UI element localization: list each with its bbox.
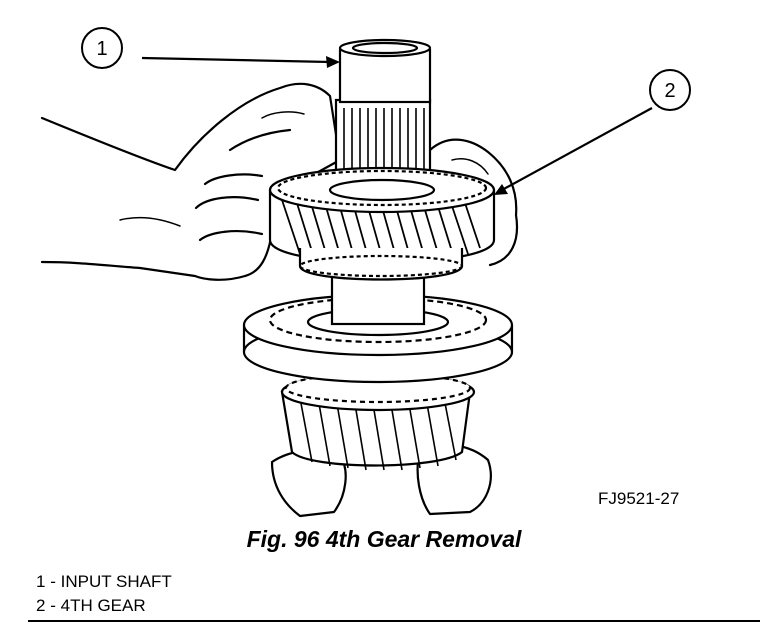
left-hand-illustration xyxy=(40,82,342,281)
legend-item: 2 - 4TH GEAR xyxy=(36,594,172,618)
figure-code: FJ9521-27 xyxy=(598,489,679,508)
fourth-gear xyxy=(268,166,496,281)
legend-separator: - xyxy=(50,596,56,615)
figure-caption: Fig. 96 4th Gear Removal xyxy=(246,526,522,552)
callout-2-number: 2 xyxy=(664,80,675,102)
legend-label: INPUT SHAFT xyxy=(60,572,172,591)
legend: 1 - INPUT SHAFT 2 - 4TH GEAR xyxy=(36,570,172,618)
legend-item: 1 - INPUT SHAFT xyxy=(36,570,172,594)
callout-1-number: 1 xyxy=(96,38,107,60)
legend-separator: - xyxy=(50,572,56,591)
bottom-divider xyxy=(28,620,760,622)
lower-gear-assembly xyxy=(242,293,514,471)
callout-1: 1 xyxy=(81,27,340,69)
callout-2: 2 xyxy=(494,69,691,195)
legend-number: 2 xyxy=(36,596,46,615)
legend-label: 4TH GEAR xyxy=(60,596,146,615)
gear-removal-illustration: 1 2 FJ9521-27 xyxy=(40,27,691,518)
legend-number: 1 xyxy=(36,572,46,591)
